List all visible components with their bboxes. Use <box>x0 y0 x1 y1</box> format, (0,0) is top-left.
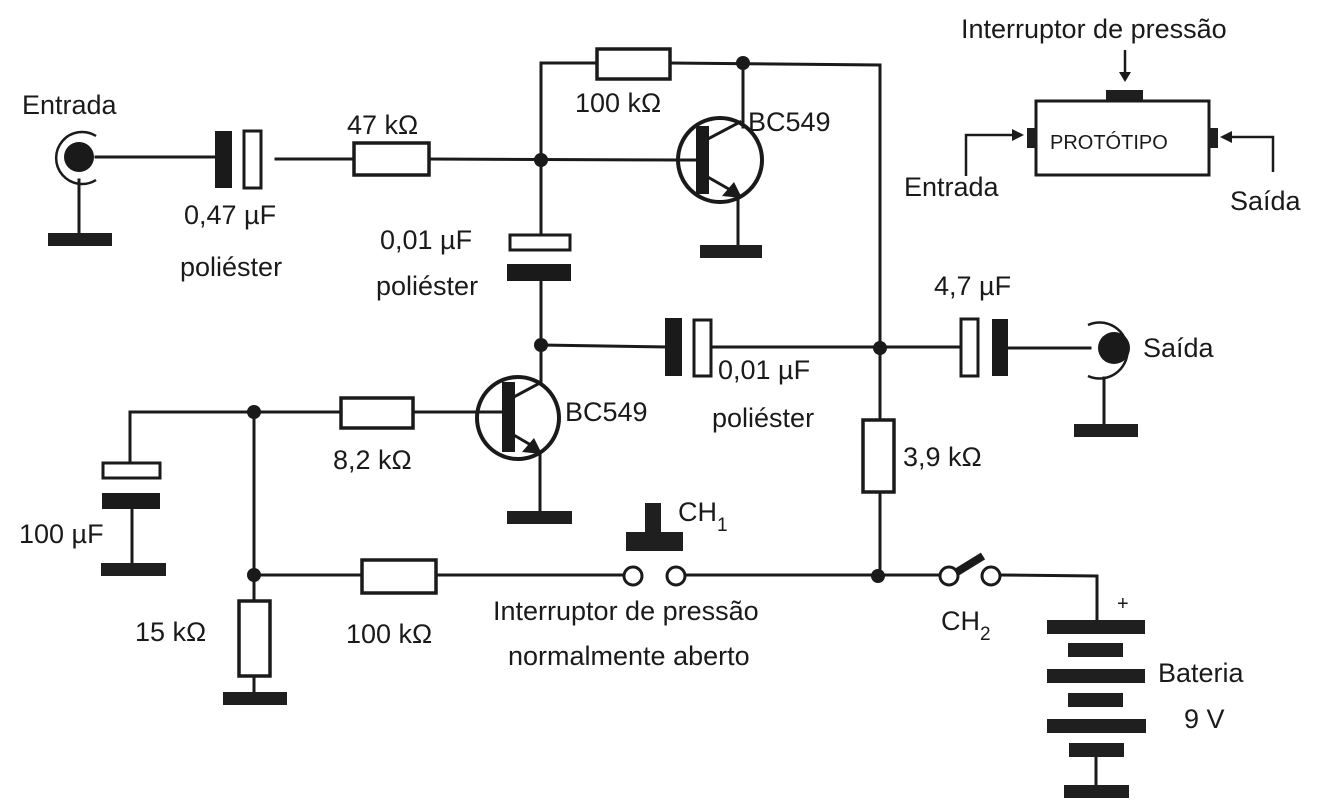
ground-icon <box>48 233 112 246</box>
arrow-right-icon <box>1012 129 1024 141</box>
output-jack: Saída <box>1074 321 1215 437</box>
resistor-icon <box>237 599 272 678</box>
ground-icon <box>700 245 762 258</box>
capacitor-coupling: 0,01 µF poliéster <box>665 318 814 433</box>
capacitor-type: poliéster <box>712 403 814 433</box>
input-port <box>1027 128 1037 148</box>
resistor-value: 8,2 kΩ <box>333 445 412 475</box>
capacitor-output: 4,7 µF <box>934 271 1011 378</box>
switch-caption-line2: normalmente aberto <box>508 641 750 671</box>
resistor-feedback: 100 kΩ <box>575 47 672 118</box>
inset-output-label: Saída <box>1230 186 1302 216</box>
capacitor-value: 100 µF <box>19 519 104 549</box>
capacitor-bypass: 100 µF <box>19 461 166 576</box>
junction-dot <box>247 405 261 419</box>
resistor-bias-ground: 15 kΩ <box>135 599 287 705</box>
capacitor-input: 0,47 µF poliéster <box>180 129 282 282</box>
battery-label: Bateria <box>1158 658 1245 688</box>
ground-icon <box>101 563 166 576</box>
prototype-box <box>1034 99 1211 177</box>
pressure-switch-tab <box>1106 90 1143 101</box>
junction-dot <box>247 568 261 582</box>
input-jack-label: Entrada <box>22 90 118 120</box>
resistor-icon <box>352 141 431 177</box>
rca-jack-icon <box>1074 321 1138 437</box>
resistor-base2: 8,2 kΩ <box>333 396 415 475</box>
capacitor-type: poliéster <box>376 271 478 301</box>
resistor-value: 100 kΩ <box>346 619 432 649</box>
capacitor-icon <box>665 318 682 376</box>
switch-name: CH2 <box>941 606 991 645</box>
transistor-q2: BC549 <box>475 375 648 524</box>
ground-icon <box>1074 424 1138 437</box>
junction-dot <box>736 56 750 70</box>
resistor-icon <box>360 558 438 595</box>
capacitor-value: 4,7 µF <box>934 271 1011 301</box>
switch-ch1: CH1 Interruptor de pressão normalmente a… <box>493 497 759 671</box>
switch-ch2: CH2 <box>938 552 1002 645</box>
resistor-input: 47 kΩ <box>347 110 431 177</box>
switch-name: CH1 <box>678 497 728 536</box>
wires <box>94 61 1106 787</box>
switch-caption-line1: Interruptor de pressão <box>493 596 759 626</box>
transistor-model: BC549 <box>748 107 831 137</box>
prototype-box-label: PROTÓTIPO <box>1050 131 1168 154</box>
resistor-icon <box>339 396 415 430</box>
capacitor-feedback: 0,01 µF poliéster <box>376 225 572 301</box>
capacitor-value: 0,47 µF <box>184 200 276 230</box>
resistor-value: 15 kΩ <box>135 617 206 647</box>
capacitor-icon <box>101 461 162 480</box>
capacitor-icon <box>508 233 572 252</box>
resistor-icon <box>595 47 672 81</box>
input-jack: Entrada <box>22 90 118 246</box>
battery-voltage: 9 V <box>1184 704 1225 734</box>
npn-transistor-icon <box>676 116 764 204</box>
transistor-model: BC549 <box>565 397 648 427</box>
push-button-switch-icon <box>622 503 687 587</box>
junction-dot <box>534 338 548 352</box>
battery-polarity: + <box>1117 593 1129 615</box>
battery-icon <box>1047 620 1146 798</box>
resistor-value: 100 kΩ <box>575 88 661 118</box>
capacitor-icon <box>959 317 980 378</box>
capacitor-icon <box>215 131 232 188</box>
capacitor-value: 0,01 µF <box>380 225 472 255</box>
arrow-left-icon <box>1220 131 1232 143</box>
junction-dot <box>871 569 885 583</box>
junctions <box>247 56 887 583</box>
ground-icon <box>223 692 287 705</box>
ground-icon <box>507 511 572 524</box>
arrow-down-icon <box>1119 72 1131 82</box>
resistor-value: 3,9 kΩ <box>903 442 982 472</box>
ground-icon <box>1064 785 1129 798</box>
battery: + Bateria 9 V <box>1047 593 1245 798</box>
output-port <box>1208 128 1218 148</box>
resistor-collector: 3,9 kΩ <box>861 418 982 494</box>
capacitor-type: poliéster <box>180 252 282 282</box>
npn-transistor-icon <box>475 375 561 461</box>
output-jack-label: Saída <box>1143 333 1215 363</box>
rca-jack-icon <box>48 130 112 246</box>
resistor-value: 47 kΩ <box>347 110 418 140</box>
prototype-inset: Interruptor de pressão PROTÓTIPO Entrada… <box>904 14 1302 216</box>
toggle-switch-icon <box>938 552 1002 587</box>
transistor-q1: BC549 <box>676 107 831 258</box>
resistor-bias: 100 kΩ <box>346 558 438 649</box>
resistor-icon <box>861 418 896 494</box>
junction-dot <box>534 153 548 167</box>
junction-dot <box>873 341 887 355</box>
capacitor-value: 0,01 µF <box>718 355 810 385</box>
inset-input-label: Entrada <box>904 172 1000 202</box>
inset-top-label: Interruptor de pressão <box>961 14 1227 44</box>
